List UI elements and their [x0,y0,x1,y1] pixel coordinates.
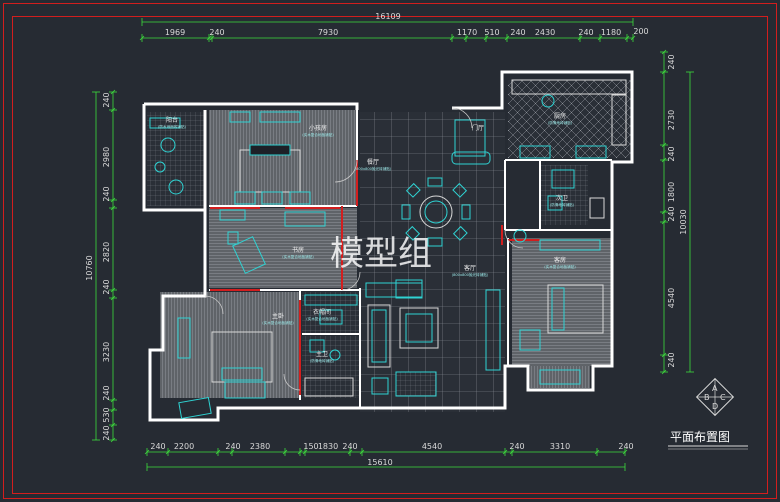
dim-left-segment: 3230 [102,342,111,362]
outer-frame [3,3,777,499]
dining-table-icon [419,195,453,229]
room-label: 衣帽间 [313,308,331,316]
dim-right-segment: 240 [667,146,676,161]
room-label: 阳台 [166,116,178,124]
dim-bottom-segment: 2200 [174,442,194,451]
watermark-text: 模型组 [330,234,432,274]
compass-letter-d: D [712,402,718,411]
dim-left-segment: 2820 [102,242,111,262]
dim-bottom-segment: 240 [225,442,240,451]
dim-top-segment: 2430 [535,28,555,37]
room-finish-note: (实木复合地板铺贴) [306,316,338,321]
dim-left-segment: 530 [102,407,111,422]
room-finish-note: (防滑地砖铺贴) [550,202,575,207]
drawing-title: 平面布置图 [670,430,730,444]
dim-bottom-segment: 240 [342,442,357,451]
dim-bottom-segment: 150 [303,442,318,451]
dim-bottom-segment: 1830 [318,442,338,451]
dim-top-segment: 7930 [318,28,338,37]
dimension-lines: 16109 1969 240 7930 1170 510 240 2430 240 1180 200… [85,12,694,471]
floor-guest-room [512,238,612,366]
room-label: 餐厅 [367,158,379,166]
dim-left-segment: 240 [102,186,111,201]
dim-right-segment: 2730 [667,110,676,130]
room-label: 厨房 [554,112,566,120]
doors [204,107,524,391]
floor-kitchen [508,80,632,158]
room-label: 次卫 [556,194,568,202]
guest-bed-icon [547,284,604,334]
compass-letter-a: A [712,384,718,393]
compass-icon: A B C D [695,377,735,417]
room-finish-note: (800x800抛光砖铺贴) [355,166,392,171]
dim-right-total: 10030 [679,209,688,234]
room-finish-note: (800x800抛光砖铺贴) [452,272,489,277]
dim-bottom-total: 15610 [367,458,392,467]
dim-top-segment: 1180 [601,28,621,37]
room-finish-note: (防水地面砖铺贴) [158,124,187,129]
room-label: 书房 [292,246,304,254]
sofa-icon [367,304,391,368]
inner-frame [12,16,768,494]
dim-right-segment: 240 [667,352,676,367]
room-finish-note: (防滑地砖铺贴) [548,120,573,125]
room-finish-note: (防滑地砖铺贴) [310,358,335,363]
dim-top-segment: 1170 [457,28,477,37]
floor-kids-room [209,110,357,206]
room-label: 客房 [554,256,566,264]
study-desk-icon [232,236,266,274]
compass-letter-b: B [704,393,710,402]
dim-right-segment: 240 [667,206,676,221]
dim-left-segment: 240 [102,385,111,400]
dim-right-segment: 240 [667,54,676,69]
dim-top-segment: 1969 [165,28,185,37]
room-labels: 阳台(防水地面砖铺贴)小孩房(实木复合地板铺贴)书房(实木复合地板铺贴)主卧(实… [158,112,576,363]
dim-bottom-segment: 2380 [250,442,270,451]
dim-left-segment: 240 [102,425,111,440]
coffee-table-icon [399,307,439,349]
room-finish-note: (实木复合地板铺贴) [262,320,294,325]
dim-bottom-segment: 240 [618,442,633,451]
dim-right-segment: 4540 [667,288,676,308]
room-label: 小孩房 [309,124,327,132]
floor-master-bath [302,336,360,398]
new-wall-highlights [210,160,540,395]
dim-bottom-segment: 240 [509,442,524,451]
floor-bay-window [530,366,590,388]
dim-top-segment: 240 [510,28,525,37]
balcony-washer-icon [160,137,176,153]
room-label: 客厅 [464,264,476,272]
room-label: 主卫 [316,350,328,358]
floor-second-bath [540,165,588,225]
dim-left-segment: 240 [102,279,111,294]
room-label: 门厅 [472,124,484,132]
dim-top-segment: 510 [484,28,499,37]
room-finish-note: (实木复合地板铺贴) [302,132,334,137]
dim-bottom-segment: 3310 [550,442,570,451]
dim-left-total: 10760 [85,255,94,280]
dim-right-segment: 1800 [667,182,676,202]
compass-letter-c: C [720,393,726,402]
dim-left-segment: 2980 [102,147,111,167]
dim-top-segment: 240 [578,28,593,37]
dim-top-segment: 240 [209,28,224,37]
furniture [149,79,627,420]
balcony-dryer-icon [168,179,184,195]
floor-closet [302,292,360,334]
dim-top-total: 16109 [375,12,400,21]
room-label: 主卧 [272,312,284,320]
room-finish-note: (实木复合地板铺贴) [544,264,576,269]
room-finish-note: (实木复合地板铺贴) [282,254,314,259]
dim-bottom-segment: 240 [150,442,165,451]
dim-top-segment: 200 [633,27,648,36]
dim-left-segment: 240 [102,92,111,107]
dim-bottom-segment: 4540 [422,442,442,451]
